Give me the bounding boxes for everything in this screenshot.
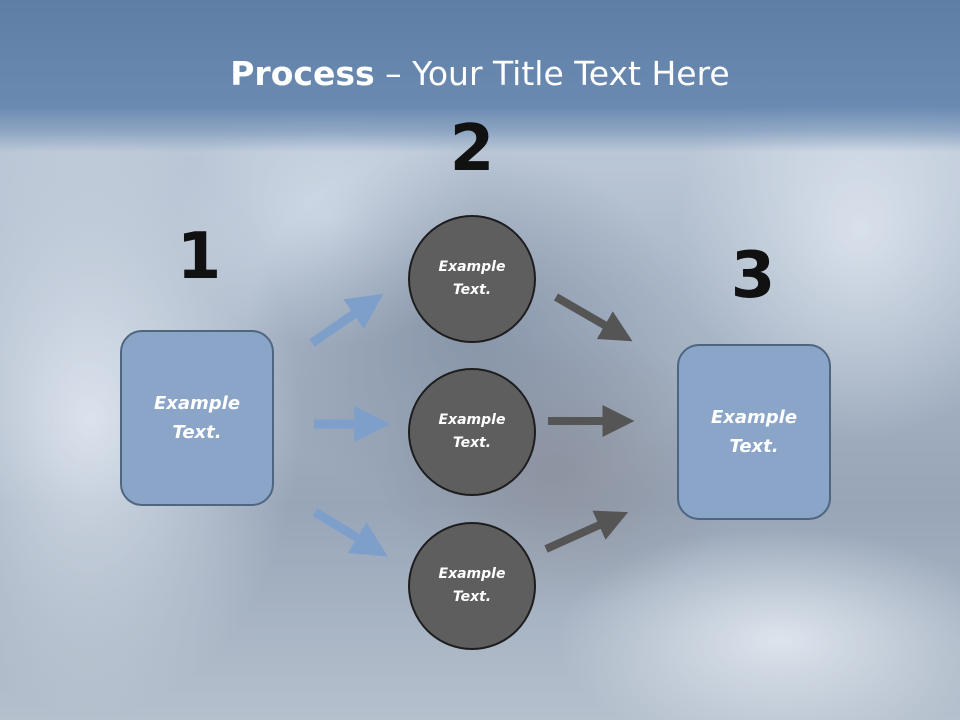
circle-middle[interactable]: Example Text. [408, 368, 536, 496]
circle-top-line-1: Example [438, 259, 506, 275]
title-rest: – Your Title Text Here [374, 54, 730, 93]
circle-bottom-line-2: Text. [452, 589, 492, 605]
circle-middle-line-2: Text. [452, 435, 492, 451]
circle-middle-line-1: Example [438, 412, 506, 428]
step-number-3: 3 [730, 239, 776, 313]
right-box-text: Example Text. [711, 403, 797, 461]
left-box-line-1: Example [153, 393, 241, 414]
arrow-top-to-right [553, 293, 633, 342]
step-number-2: 2 [449, 112, 495, 186]
right-box-line-1: Example [710, 407, 798, 428]
arrow-left-to-bottom [312, 508, 388, 557]
left-box-text: Example Text. [154, 389, 240, 447]
step-number-1: 1 [176, 220, 222, 294]
circle-top-text: Example Text. [439, 256, 506, 302]
right-box-line-2: Text. [729, 436, 779, 457]
slide-title: Process – Your Title Text Here [0, 52, 960, 96]
left-example-box[interactable]: Example Text. [120, 330, 274, 506]
circle-top[interactable]: Example Text. [408, 215, 536, 343]
right-example-box[interactable]: Example Text. [677, 344, 831, 520]
arrow-bottom-to-right [544, 510, 629, 553]
circle-bottom-line-1: Example [438, 566, 506, 582]
circle-middle-text: Example Text. [439, 409, 506, 455]
circle-bottom-text: Example Text. [439, 563, 506, 609]
arrow-left-to-top [309, 293, 384, 347]
circle-bottom[interactable]: Example Text. [408, 522, 536, 650]
title-band [0, 0, 960, 152]
left-box-line-2: Text. [172, 422, 222, 443]
title-bold: Process [230, 54, 375, 93]
circle-top-line-2: Text. [452, 282, 492, 298]
